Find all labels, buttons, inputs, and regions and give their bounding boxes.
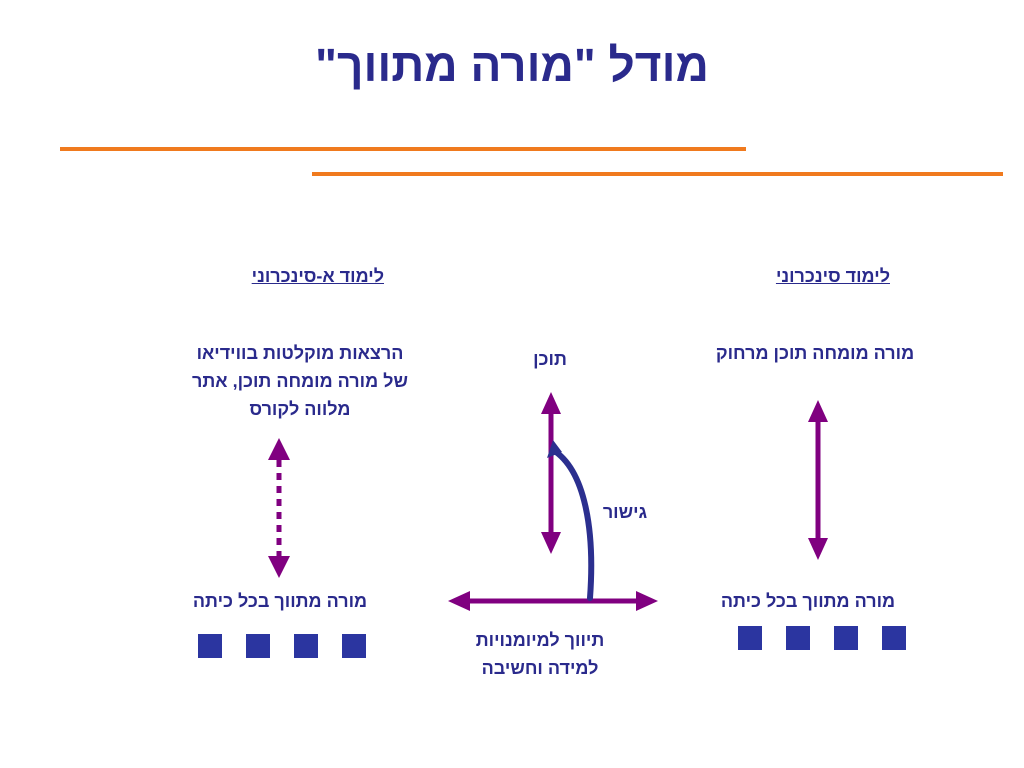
- async-dotted-arrow: [268, 438, 290, 578]
- mediation-horizontal-arrow: [448, 591, 658, 611]
- async-content-line-1: הרצאות מוקלטות בווידיאו: [196, 343, 404, 363]
- classroom-square: [294, 634, 318, 658]
- classroom-square: [342, 634, 366, 658]
- sync-vertical-arrow: [808, 400, 828, 560]
- mediation-skills-line-1: תיווך למיומנויות: [475, 630, 605, 650]
- classroom-square: [246, 634, 270, 658]
- classroom-square: [738, 626, 762, 650]
- bridging-curve: [547, 440, 595, 601]
- classroom-square: [882, 626, 906, 650]
- title-rule-upper: [60, 147, 746, 151]
- async-content-line-2: של מורה מומחה תוכן, אתר: [192, 371, 408, 391]
- sync-mediating-teacher-label: מורה מתווך בכל כיתה: [720, 591, 896, 611]
- async-mediating-teacher-label: מורה מתווך בכל כיתה: [192, 591, 368, 611]
- classroom-square: [198, 634, 222, 658]
- remote-expert-teacher-label: מורה מומחה תוכן מרחוק: [715, 343, 915, 363]
- content-label: תוכן: [533, 349, 567, 369]
- mediation-skills-label: תיווך למיומנויות למידה וחשיבה: [440, 626, 640, 682]
- async-content-description: הרצאות מוקלטות בווידיאו של מורה מומחה תו…: [150, 339, 450, 423]
- content-vertical-arrow: [541, 392, 561, 554]
- mediation-skills-line-2: למידה וחשיבה: [481, 658, 599, 678]
- title-rule-lower: [312, 172, 1003, 176]
- async-content-line-3: מלווה לקורס: [249, 399, 351, 419]
- bridging-label: גישור: [602, 502, 648, 522]
- classroom-square: [834, 626, 858, 650]
- classroom-square: [786, 626, 810, 650]
- page-title: מודל "מורה מתווך": [315, 39, 709, 91]
- sync-learning-heading: לימוד סינכרוני: [775, 266, 890, 286]
- async-learning-heading: לימוד א-סינכרוני: [251, 266, 384, 286]
